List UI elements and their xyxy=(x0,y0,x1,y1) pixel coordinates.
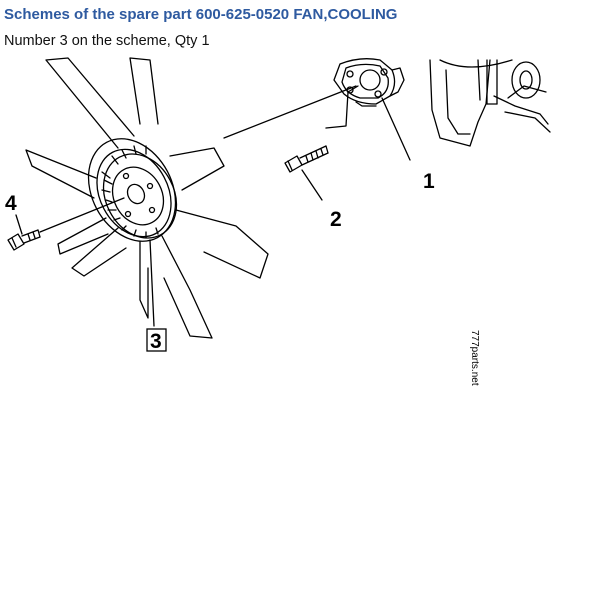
parts-scheme-diagram: 1 2 3 4 777parts.net xyxy=(5,57,551,386)
callout-label-3: 3 xyxy=(150,330,162,353)
watermark-text: 777parts.net xyxy=(469,330,480,386)
callout-3-box xyxy=(146,328,167,352)
engine-block-drawing xyxy=(429,59,551,147)
part-4-bolt xyxy=(7,229,41,251)
page-title: Schemes of the spare part 600-625-0520 F… xyxy=(4,6,398,23)
part-3-cooling-fan xyxy=(25,57,269,339)
callout-label-1: 1 xyxy=(423,170,435,193)
callout-label-4: 4 xyxy=(5,192,17,215)
callout-label-2: 2 xyxy=(330,208,342,231)
part-info-subtitle: Number 3 on the scheme, Qty 1 xyxy=(4,33,210,49)
part-2-bolt xyxy=(284,145,329,173)
part-1-fan-flange xyxy=(333,58,405,107)
